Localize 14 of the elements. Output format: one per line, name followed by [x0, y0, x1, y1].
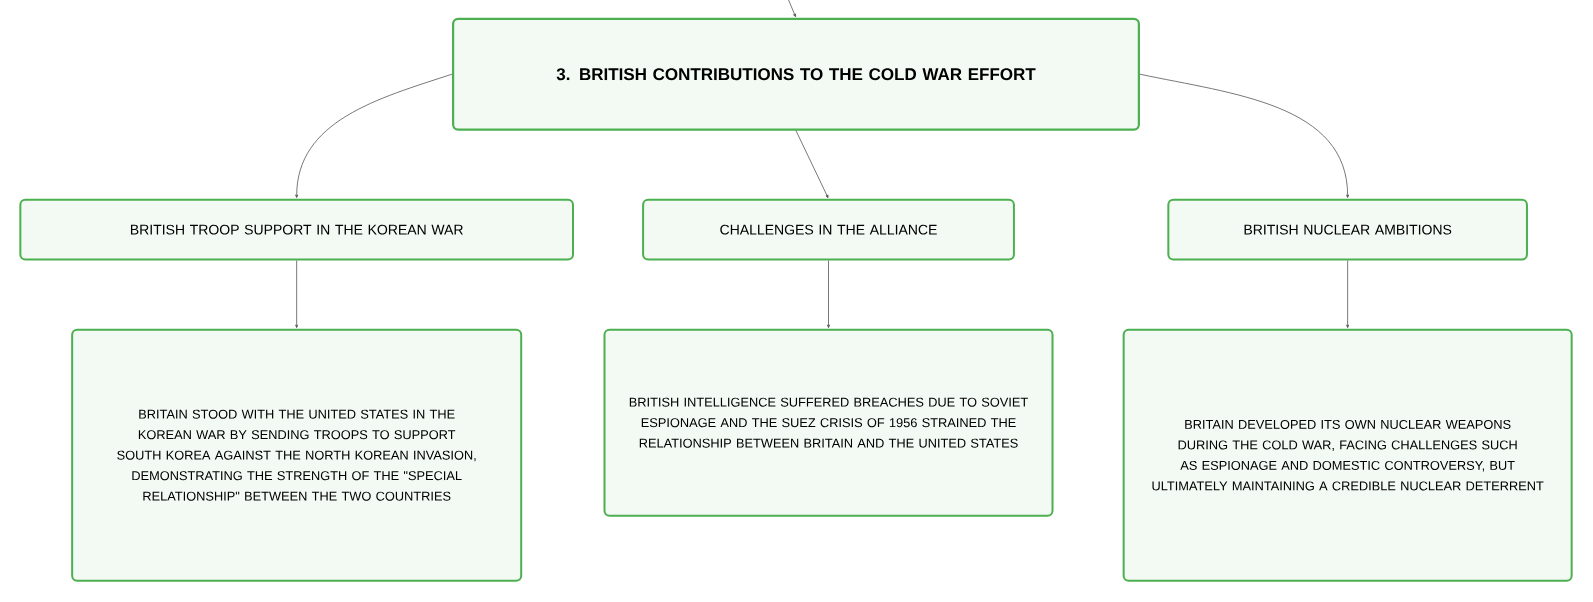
subtopic-box: CHALLENGES IN THE ALLIANCE [642, 198, 1015, 261]
arrow [795, 130, 829, 199]
detail-box: BRITISH INTELLIGENCE SUFFERED BREACHES DUE TO SOVIET ESPIONAGE AND THE SUEZ CRISIS OF 1956 STRAINED THE RELATIONSHIP BETWEEN BRITAIN AND THE UNITED STATES [603, 328, 1054, 517]
detail-box: BRITAIN DEVELOPED ITS OWN NUCLEAR WEAPONS DURING THE COLD WAR, FACING CHALLENGES SUCH AS ESPIONAGE AND DOMESTIC CONTROVERSY, BUT ULTIMATELY MAINTAINING A CREDIBLE NUCLEAR DETERRENT [1122, 328, 1573, 582]
subtopic-box: BRITISH TROOP SUPPORT IN THE KOREAN WAR [19, 198, 574, 261]
detail-box: BRITAIN STOOD WITH THE UNITED STATES IN THE KOREAN WAR BY SENDING TROOPS TO SUPPORT SOUTH KOREA AGAINST THE NORTH KOREAN INVASION, DEMONSTRATING THE STRENGTH OF THE "SPECIAL RELATIONSHIP" BETWEEN THE TWO COUNTRIES [71, 328, 523, 582]
arrow [827, 260, 830, 329]
arrow [1139, 73, 1350, 198]
arrow [295, 260, 299, 329]
subtopic-box: BRITISH NUCLEAR AMBITIONS [1167, 198, 1528, 261]
arrow [295, 73, 453, 198]
topic-box: 3. BRITISH CONTRIBUTIONS TO THE COLD WAR EFFORT [452, 17, 1140, 131]
arrow [788, 0, 796, 18]
arrow [1346, 260, 1350, 329]
